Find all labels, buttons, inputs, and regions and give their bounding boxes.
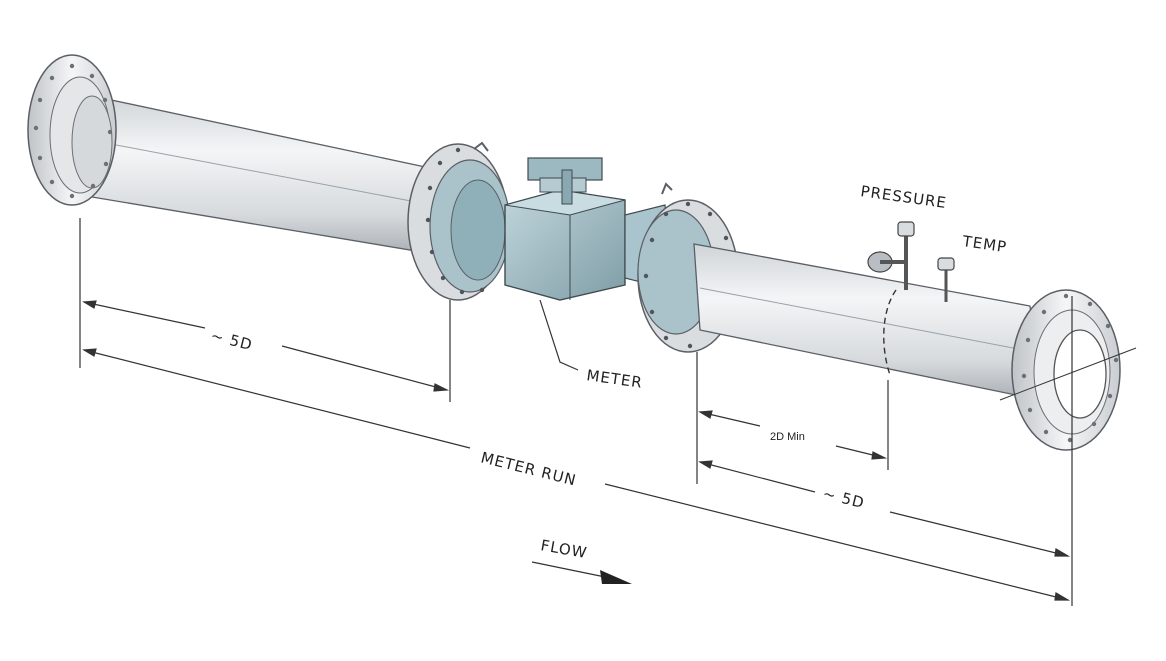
downstream-length-label: ~ 5D [821, 484, 867, 512]
upstream-meter-flange [407, 141, 511, 301]
meter-run-label: METER RUN [479, 448, 578, 489]
temp-label: TEMP [960, 232, 1008, 256]
flow-label: FLOW [539, 536, 589, 562]
upstream-pipe [79, 94, 441, 256]
inlet-flange [27, 54, 117, 206]
pressure-label: PRESSURE [859, 182, 948, 212]
upstream-length-label: ~ 5D [209, 326, 255, 354]
pressure-tap [867, 221, 915, 290]
dimension-lines [79, 218, 1073, 606]
meter-label: METER [585, 366, 643, 392]
downstream-pipe [693, 243, 1041, 401]
downstream-min-label: 2D Min [770, 431, 805, 443]
temp-probe [937, 257, 955, 302]
